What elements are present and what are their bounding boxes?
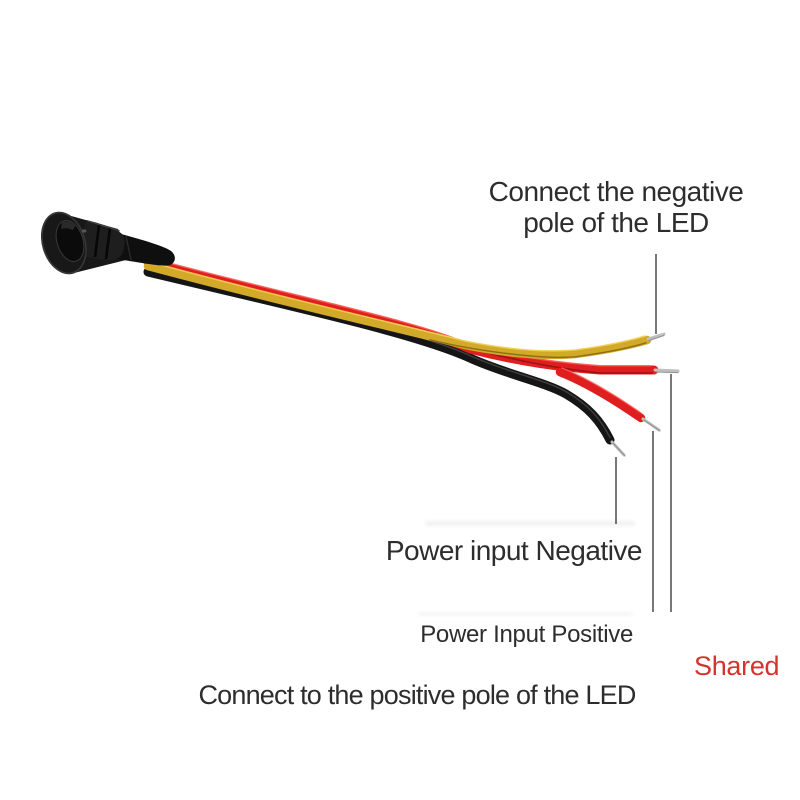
red-wire-upper-tip [653,368,680,373]
annotation-lines [615,254,672,612]
watermark-smudge [425,521,635,526]
connector-flange-rim-highlight [41,211,87,275]
red-wire-lower [555,367,661,432]
red-wire-lower-tip-shade [643,419,661,432]
label-led-negative-line1: Connect the negative [488,176,744,207]
yellow-wire-body [143,261,652,360]
label-led-negative-line2: pole of the LED [523,207,709,238]
connector-socket-opening [55,220,85,262]
label-shared: Shared [694,651,780,681]
yellow-wire-shadow [429,339,647,359]
red-wire-lower-highlight [561,367,642,414]
yellow-wire-tip-shade [648,335,665,341]
red-wire-upper-tip-shade [655,371,679,374]
connector-collar [80,220,125,261]
label-power-input-positive: Power Input Positive [420,621,633,648]
black-wire-tip-shade [612,442,626,457]
connector-sleeve-step [125,235,132,261]
connector-socket-notch [61,221,76,230]
connector-collar-highlight [87,220,121,232]
label-led-negative-pole: Connect the negative pole of the LED [436,176,796,238]
wire-bundle [143,257,680,457]
connector-collar-rib-1 [93,224,101,258]
red-wire-upper [143,257,680,375]
yellow-wire-tip [646,332,666,341]
label-led-positive-pole: Connect to the positive pole of the LED [198,680,636,710]
led-holder-connector [40,211,175,275]
connector-face-glint [81,229,87,233]
yellow-wire-highlight [149,261,646,352]
connector-collar-rib-2 [104,227,112,260]
red-wire-lower-body [555,367,646,423]
watermark-smudge [418,612,633,616]
yellow-wire [143,261,666,360]
label-power-input-negative: Power input Negative [385,535,643,566]
